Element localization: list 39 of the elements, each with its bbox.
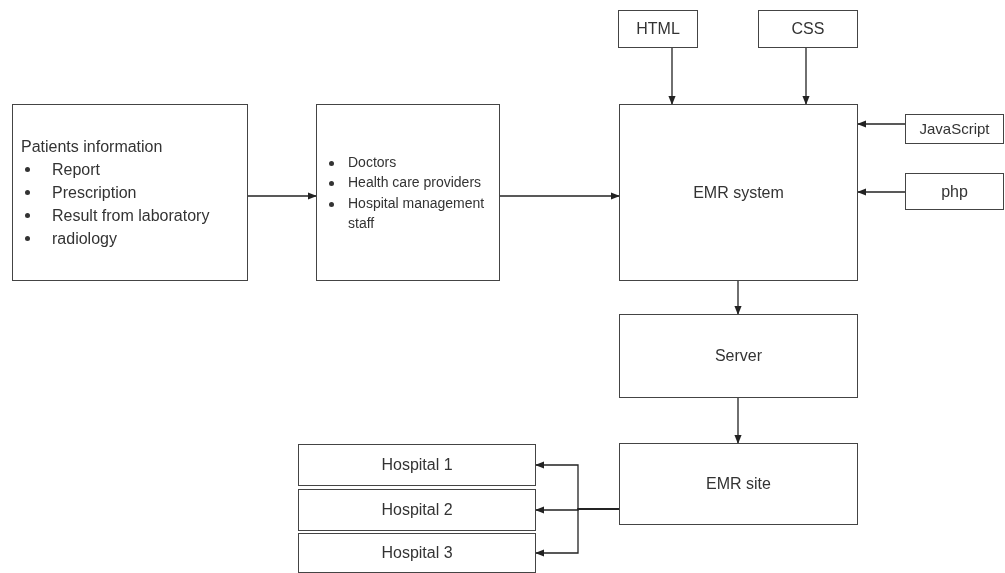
list-item: Doctors <box>348 152 397 172</box>
box-label: php <box>941 181 968 202</box>
process-box <box>298 444 536 486</box>
process-box <box>12 104 248 281</box>
list-item: Report <box>52 159 101 180</box>
arrow <box>857 120 906 128</box>
arrow <box>668 47 676 105</box>
process-box <box>758 10 858 48</box>
box-label: Server <box>714 346 763 367</box>
arrow <box>734 397 742 444</box>
arrow <box>247 192 317 200</box>
box-label: EMR system <box>693 182 784 203</box>
arrow <box>734 280 742 315</box>
box-label: EMR site <box>706 474 771 495</box>
list-item: Prescription <box>52 182 137 203</box>
arrow <box>499 192 620 200</box>
box-label: HTML <box>636 19 680 40</box>
box-label: Hospital 1 <box>381 455 453 476</box>
process-box <box>298 533 536 573</box>
process-box <box>298 489 536 531</box>
list-item: Health care providers <box>348 173 482 193</box>
list-item: Result from laboratory <box>52 206 210 227</box>
arrow <box>535 508 620 557</box>
box-label: CSS <box>791 19 825 40</box>
process-box <box>316 104 500 281</box>
process-box <box>618 10 698 48</box>
box-heading: Patients information <box>21 136 163 157</box>
process-box <box>905 114 1004 144</box>
box-label: Hospital 2 <box>381 500 453 521</box>
box-label: Hospital 3 <box>381 543 453 564</box>
process-box <box>619 104 858 281</box>
process-box <box>619 314 858 398</box>
process-box <box>619 443 858 525</box>
arrow <box>857 188 906 196</box>
list-item: radiology <box>52 229 117 250</box>
list-item: Hospital management staff <box>348 193 486 233</box>
arrow <box>802 47 810 105</box>
box-label: JavaScript <box>919 119 990 140</box>
process-box <box>905 173 1004 210</box>
